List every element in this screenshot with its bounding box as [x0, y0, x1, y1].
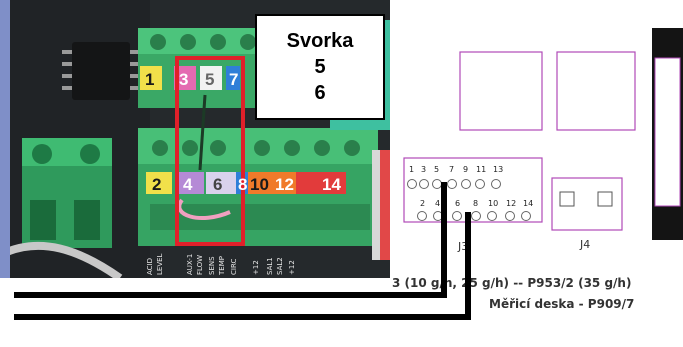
schematic-art: 1 3 5 7 9 11 13 2 4 6 8 10 12 14: [403, 28, 683, 240]
pin-number: 14: [523, 199, 533, 208]
terminal-number: 7: [229, 70, 238, 89]
silk-label: FLOW: [196, 255, 204, 275]
callout-number-5: 5: [314, 56, 326, 78]
silk-label: LEVEL: [156, 253, 164, 275]
terminal-number: 3: [179, 70, 188, 89]
callout-number-6: 6: [314, 82, 326, 104]
terminal-number: 12: [275, 175, 294, 194]
pin-number: 8: [473, 199, 478, 208]
highlight-terminals-5-6: [175, 56, 245, 246]
component-outline: [556, 51, 636, 131]
j4-connector: [551, 177, 623, 231]
silk-label: SAL2: [276, 257, 284, 275]
silk-label: AUX-1: [186, 254, 194, 275]
cable-pin-6-horizontal: [14, 314, 471, 320]
pin-number: 7: [449, 165, 454, 174]
terminal-number: 10: [250, 175, 269, 194]
pin-number: 2: [420, 199, 425, 208]
terminal-number: 5: [205, 70, 214, 89]
terminal-callout: Svorka 5 6: [255, 14, 385, 120]
silk-label: TEMP: [218, 256, 226, 276]
cable-pin-6-vertical: [465, 212, 471, 320]
terminal-number: 1: [145, 70, 154, 89]
cable-pin-5-vertical: [441, 182, 447, 298]
pin-number: 11: [476, 165, 486, 174]
silk-label: +12: [288, 260, 296, 275]
pin-number: 4: [435, 199, 440, 208]
terminal-number: 8: [238, 175, 247, 194]
component-outline: [459, 51, 543, 131]
j3-header: [403, 157, 543, 223]
pin-number: 6: [455, 199, 460, 208]
caption-line-2: Měřicí deska - P909/7: [489, 297, 635, 311]
silk-label: CIRC: [230, 259, 238, 275]
silk-label: SENS: [208, 256, 216, 275]
terminal-number: 14: [322, 175, 341, 194]
silk-label: +12: [252, 260, 260, 275]
left-terminal-block: [22, 138, 112, 248]
pin-number: 13: [493, 165, 503, 174]
ic-chip: [72, 42, 130, 100]
silk-label: ACID: [146, 258, 154, 275]
pin-number: 5: [434, 165, 439, 174]
j4-label: J4: [580, 238, 591, 251]
pin-number: 12: [506, 199, 516, 208]
terminal-number: 2: [152, 175, 161, 194]
callout-title: Svorka: [286, 30, 354, 52]
pcb-schematic: 1 3 5 7 9 11 13 2 4 6 8 10 12 14 J3 J4: [392, 20, 683, 278]
terminal-number: 4: [183, 175, 193, 194]
caption-line-1: 3 (10 g/h, 25 g/h) -- P953/2 (35 g/h): [392, 276, 632, 290]
j3-label: J3: [458, 240, 469, 253]
left-accent-strip: [0, 0, 10, 278]
silk-label: SAL1: [266, 257, 274, 275]
pin-number: 10: [488, 199, 498, 208]
terminal-number: 6: [213, 175, 222, 194]
pin-number: 3: [421, 165, 426, 174]
cable-pin-5-horizontal: [14, 292, 447, 298]
pin-number: 1: [409, 165, 414, 174]
pin-number: 9: [463, 165, 468, 174]
